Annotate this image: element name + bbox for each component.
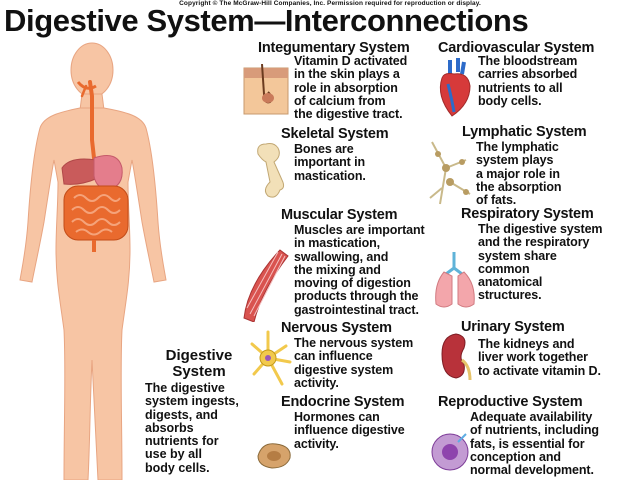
human-body-figure: [19, 42, 167, 480]
urinary-heading: Urinary System: [461, 319, 565, 335]
endocrine-heading: Endocrine System: [281, 394, 405, 410]
stomach-organ: [93, 155, 123, 191]
cardiovascular-heading: Cardiovascular System: [438, 40, 595, 56]
kidney-icon: [441, 333, 472, 381]
reproductive-heading: Reproductive System: [438, 394, 583, 410]
small-intestine-coils: [71, 194, 121, 236]
body-silhouette: [19, 42, 167, 480]
ovum-icon: [431, 433, 469, 471]
gland-icon: [257, 443, 291, 469]
respiratory-heading: Respiratory System: [461, 206, 594, 222]
lymph-vessel-icon: [429, 141, 471, 205]
neuron-icon: [250, 330, 292, 386]
integumentary-heading: Integumentary System: [258, 40, 410, 56]
skeletal-heading: Skeletal System: [281, 126, 389, 142]
lymphatic-heading: Lymphatic System: [462, 124, 587, 140]
muscle-icon: [243, 249, 289, 322]
skin-icon: [243, 64, 289, 115]
nervous-heading: Nervous System: [281, 320, 392, 336]
lungs-icon: [435, 252, 475, 308]
copyright-notice: Copyright © The McGraw-Hill Companies, I…: [179, 0, 481, 7]
page-title: Digestive System—Interconnections: [4, 3, 529, 38]
liver-organ: [61, 158, 99, 185]
muscular-heading: Muscular System: [281, 207, 398, 223]
intestines: [63, 185, 129, 241]
mouth-part: [76, 81, 97, 90]
bone-icon: [257, 143, 285, 198]
heart-icon: [439, 58, 471, 117]
